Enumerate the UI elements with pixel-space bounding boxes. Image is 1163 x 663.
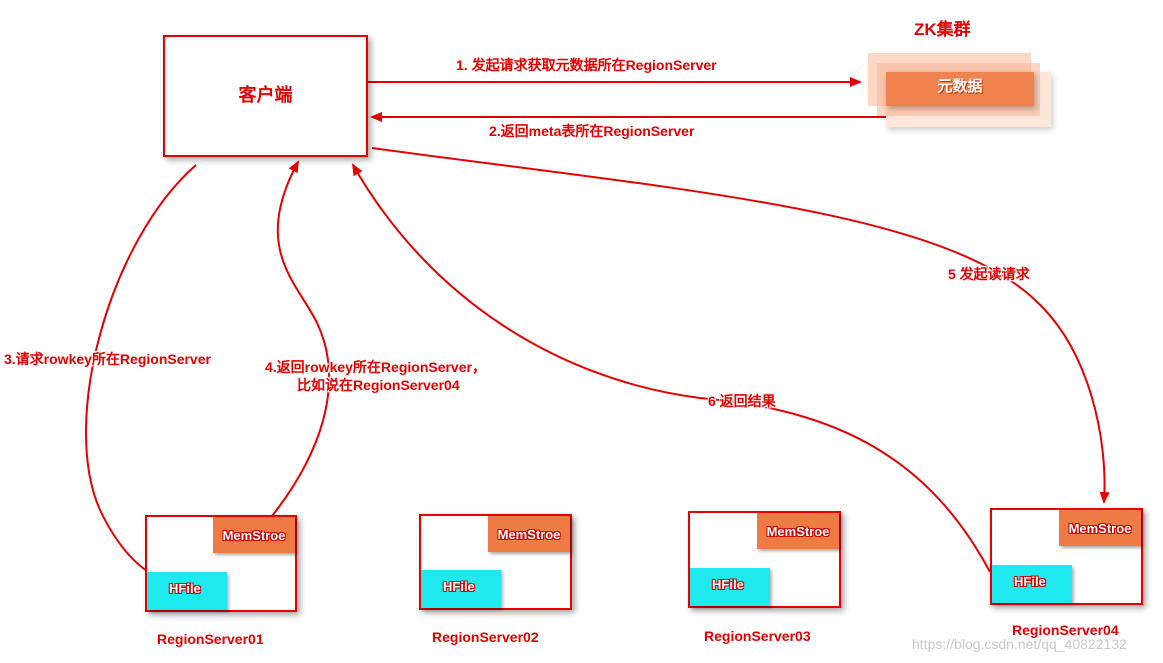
memstore-block: MemStroe — [213, 517, 295, 553]
region-server-03: MemStroe HFile — [688, 511, 841, 608]
zk-cluster-title: ZK集群 — [914, 20, 971, 39]
hfile-block: HFile — [690, 568, 770, 606]
step5-label: 5 发起读请求 — [948, 266, 1030, 282]
step4-label-line2: 比如说在RegionServer04 — [297, 377, 460, 393]
arrow-step3 — [85, 164, 197, 579]
step1-label: 1. 发起请求获取元数据所在RegionServer — [456, 57, 717, 73]
region-server-02-name: RegionServer02 — [432, 629, 539, 645]
region-server-04-name: RegionServer04 — [1012, 622, 1119, 638]
client-box: 客户端 — [163, 35, 368, 157]
hfile-block: HFile — [421, 570, 501, 608]
region-server-01: MemStroe HFile — [145, 515, 297, 612]
arrow-step6 — [352, 163, 991, 573]
step4-label-line1: 4.返回rowkey所在RegionServer， — [265, 359, 486, 375]
step2-label: 2.返回meta表所在RegionServer — [489, 123, 695, 139]
step6-label: 6 返回结果 — [708, 393, 776, 409]
memstore-block: MemStroe — [757, 513, 839, 549]
step3-label: 3.请求rowkey所在RegionServer — [4, 351, 211, 367]
zk-metadata-block: 元数据 — [886, 72, 1034, 106]
region-server-01-name: RegionServer01 — [157, 631, 264, 647]
region-server-02: MemStroe HFile — [419, 514, 572, 610]
arrow-step4 — [271, 160, 331, 517]
region-server-03-name: RegionServer03 — [704, 628, 811, 644]
hfile-block: HFile — [147, 572, 227, 610]
region-server-04: MemStroe HFile — [990, 508, 1143, 605]
hfile-block: HFile — [992, 565, 1072, 603]
memstore-block: MemStroe — [1059, 510, 1141, 546]
watermark: https://blog.csdn.net/qq_40822132 — [912, 636, 1127, 652]
memstore-block: MemStroe — [488, 516, 570, 552]
client-label: 客户端 — [238, 85, 293, 105]
arrow-step5 — [371, 147, 1110, 504]
